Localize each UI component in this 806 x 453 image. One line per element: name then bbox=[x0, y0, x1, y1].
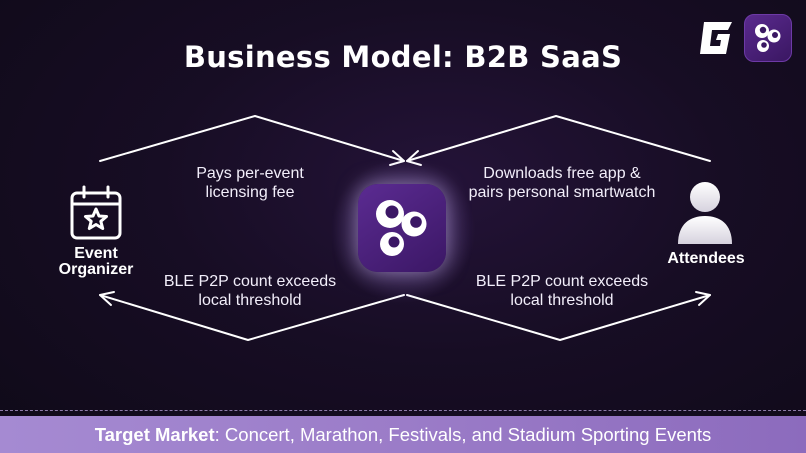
organizer-label: Event Organizer bbox=[58, 245, 134, 278]
ble-to-attendees-text: BLE P2P count exceeds local threshold bbox=[475, 273, 649, 309]
divider bbox=[0, 410, 806, 411]
calendar-star-icon bbox=[70, 185, 122, 240]
ble-to-organizer-text: BLE P2P count exceeds local threshold bbox=[163, 273, 337, 309]
target-market-text: : Concert, Marathon, Festivals, and Stad… bbox=[214, 424, 712, 445]
center-app-icon bbox=[358, 184, 446, 272]
person-icon bbox=[678, 182, 732, 244]
target-market-bar: Target Market: Concert, Marathon, Festiv… bbox=[0, 416, 806, 453]
crowd-app-icon bbox=[744, 14, 792, 62]
attendees-label: Attendees bbox=[667, 250, 745, 267]
g-logo-icon bbox=[700, 22, 732, 54]
attendee-downloads-text: Downloads free app & pairs personal smar… bbox=[468, 165, 656, 201]
page-title: Business Model: B2B SaaS bbox=[183, 40, 623, 74]
organizer-pays-text: Pays per-event licensing fee bbox=[196, 165, 304, 201]
target-market-label: Target Market bbox=[94, 424, 215, 445]
